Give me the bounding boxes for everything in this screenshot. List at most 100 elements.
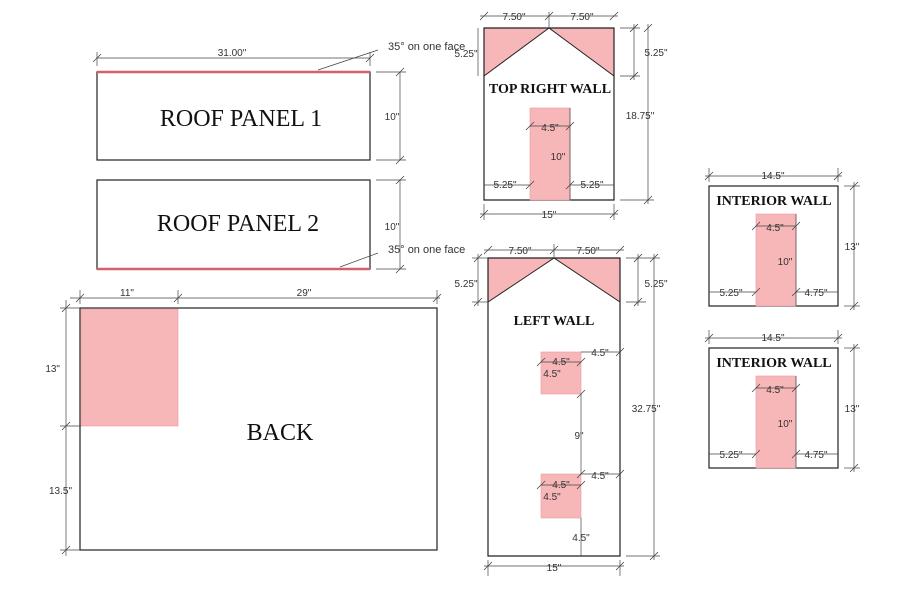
iw1-right: 4.75" — [804, 288, 827, 299]
iw2-door-cutout — [755, 375, 797, 469]
trw-roof-right — [548, 27, 615, 77]
lw-tick — [536, 480, 546, 490]
lw-bottom: 4.5" — [572, 533, 590, 544]
iw1-tick — [849, 301, 859, 311]
back-tick — [61, 421, 71, 431]
roof-panel-2-height: 10" — [385, 222, 400, 233]
trw-roof-left — [483, 27, 550, 77]
left-wall: LEFT WALL 7.50" 7.50" 5.25" 5.25" 32.75" — [454, 244, 668, 576]
trw-tick — [629, 23, 639, 33]
lw-tick — [576, 357, 586, 367]
lw-window-1-height: 4.5" — [543, 369, 561, 380]
trw-door-left: 5.25" — [493, 180, 516, 191]
roof-panel-2-board — [96, 179, 371, 270]
roof-panel-1-bevel-note: 35° on one face — [388, 41, 465, 53]
roof-panel-1-title: ROOF PANEL 1 — [160, 106, 322, 132]
iw1-title: INTERIOR WALL — [716, 194, 831, 209]
iw1-tick — [704, 171, 714, 181]
lw-title: LEFT WALL — [514, 314, 595, 329]
iw1-tick — [849, 181, 859, 191]
iw2-tick — [849, 343, 859, 353]
lw-window-2-width: 4.5" — [552, 480, 570, 491]
iw1-tick — [791, 287, 801, 297]
iw1-door-width: 4.5" — [766, 223, 784, 234]
lw-gap: 9" — [574, 431, 584, 442]
trw-tick — [525, 121, 535, 131]
lw-window-1-cutout — [540, 351, 582, 395]
iw1-door-cutout — [755, 213, 797, 307]
iw1-height: 13" — [845, 242, 860, 253]
iw2-tick — [751, 383, 761, 393]
iw1-left: 5.25" — [719, 288, 742, 299]
lw-tick — [483, 245, 493, 255]
lw-tick — [633, 253, 643, 263]
trw-door-cutout — [529, 107, 571, 201]
lw-window-2-height: 4.5" — [543, 492, 561, 503]
lw-height: 32.75" — [632, 404, 661, 415]
lw-tick — [615, 469, 625, 479]
lw-window-2-cutout — [540, 473, 582, 519]
back-rest-width: 29" — [297, 288, 312, 299]
lw-tick — [576, 480, 586, 490]
lw-window-1-width: 4.5" — [552, 357, 570, 368]
trw-width: 15" — [542, 210, 557, 221]
lw-tick — [536, 357, 546, 367]
iw2-left: 5.25" — [719, 450, 742, 461]
trw-gable-right: 5.25" — [644, 48, 667, 59]
iw2-tick — [751, 449, 761, 459]
roof-panel-2-title: ROOF PANEL 2 — [157, 211, 319, 237]
iw1-tick — [833, 171, 843, 181]
back-cutout — [80, 308, 179, 427]
back-cut-width: 11" — [120, 288, 134, 299]
trw-tick — [479, 209, 489, 219]
lw-width: 15" — [547, 563, 562, 574]
trw-title: TOP RIGHT WALL — [489, 82, 611, 97]
lw-roof-right — [553, 257, 621, 303]
trw-top-left: 7.50" — [502, 12, 525, 23]
trw-tick — [479, 11, 489, 21]
roof-panel-1-height: 10" — [385, 112, 400, 123]
roof1-bevel-leader — [317, 49, 379, 71]
iw1-tick — [751, 221, 761, 231]
roof2-tick — [395, 264, 405, 274]
lw-window-2-side: 4.5" — [591, 471, 609, 482]
iw1-width: 14.5" — [761, 171, 784, 182]
lw-gable-left: 5.25" — [454, 279, 477, 290]
trw-tick — [609, 11, 619, 21]
trw-tick — [525, 180, 535, 190]
iw2-door-width: 4.5" — [766, 385, 784, 396]
lw-tick — [615, 347, 625, 357]
iw1-door-height: 10" — [778, 257, 793, 268]
roof1-tick — [365, 53, 375, 63]
roof-panel-2-bevel-note: 35° on one face — [388, 244, 465, 256]
trw-tick — [565, 180, 575, 190]
iw2-title: INTERIOR WALL — [716, 356, 831, 371]
back-title: BACK — [247, 420, 314, 446]
lw-tick — [633, 297, 643, 307]
lw-tick — [576, 389, 586, 399]
back-tick — [75, 293, 85, 303]
interior-wall-1: INTERIOR WALL 14.5" 13" 4.5" 10" 5.25" 4… — [704, 168, 860, 311]
trw-door-height: 10" — [551, 152, 566, 163]
lw-gable-right: 5.25" — [644, 279, 667, 290]
trw-gable-left: 5.25" — [454, 49, 477, 60]
trw-door-width: 4.5" — [541, 123, 559, 134]
iw2-width: 14.5" — [761, 333, 784, 344]
iw2-door-height: 10" — [778, 419, 793, 430]
roof-panel-1: ROOF PANEL 1 31.00" 10" 35° on one face — [92, 41, 465, 165]
lw-window-1-top: 4.5" — [591, 348, 609, 359]
lw-tick — [473, 253, 483, 263]
roof-panel-1-board — [96, 71, 371, 161]
iw2-right: 4.75" — [804, 450, 827, 461]
roof2-tick — [395, 175, 405, 185]
iw2-tick — [704, 333, 714, 343]
iw2-tick — [849, 463, 859, 473]
lw-tick — [483, 561, 493, 571]
trw-height: 18.75" — [626, 111, 655, 122]
interior-wall-2: INTERIOR WALL 14.5" 13" 4.5" 10" 5.25" 4… — [704, 330, 860, 473]
back-rest-height: 13.5" — [49, 486, 72, 497]
lw-board — [487, 257, 621, 557]
trw-top-right: 7.50" — [570, 12, 593, 23]
roof2-bevel-leader — [339, 252, 379, 268]
back-tick — [61, 303, 71, 313]
